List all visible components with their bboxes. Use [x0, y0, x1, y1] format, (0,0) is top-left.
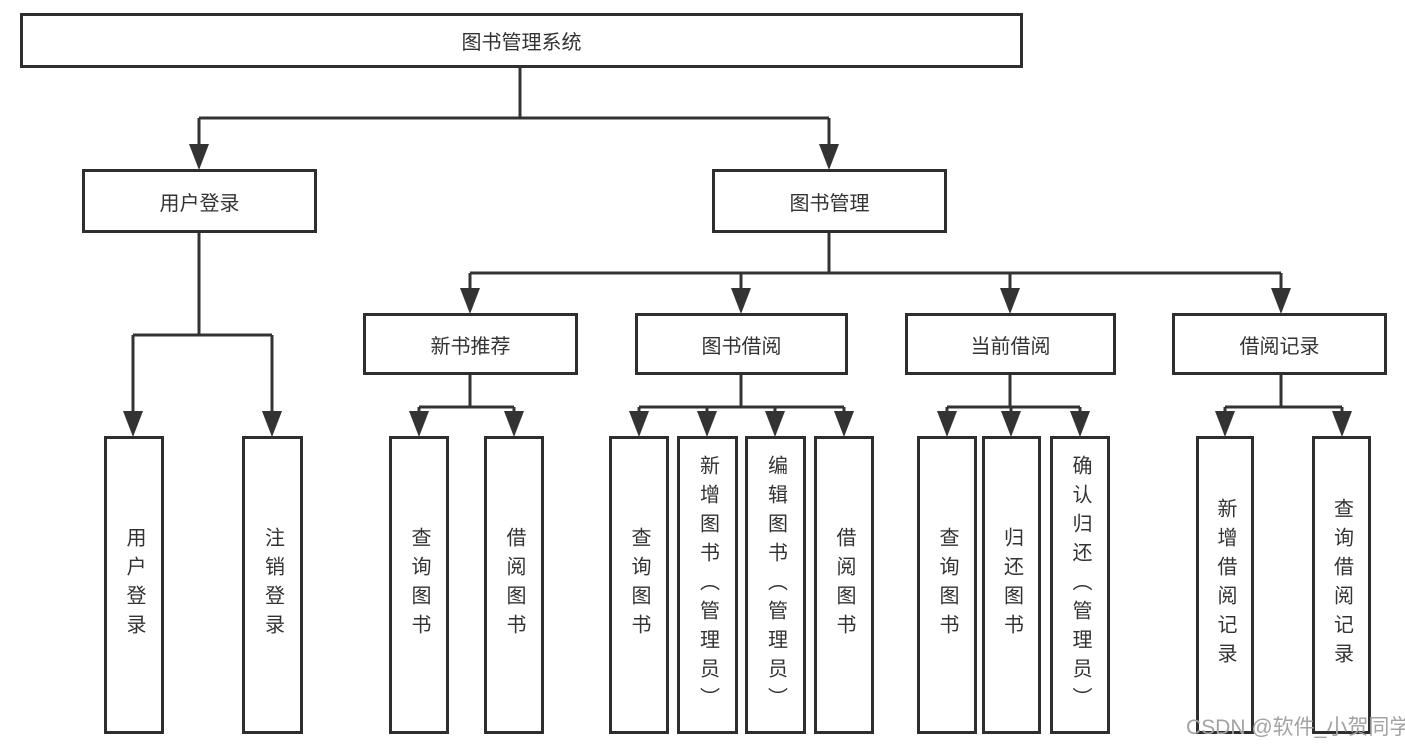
node-current-borrowing: 当前借阅 [905, 313, 1116, 375]
leaf-label: 查询图书 [628, 527, 650, 643]
leaf-logout: 注销登录 [242, 436, 303, 734]
leaf-label: 借阅图书 [503, 527, 525, 643]
leaf-label: 借阅图书 [833, 527, 855, 643]
leaf-return-books: 归还图书 [982, 436, 1041, 734]
leaf-query-books-borrow: 查询图书 [609, 436, 669, 734]
leaf-add-books-admin: 新增图书（管理员） [677, 436, 738, 734]
node-new-book-recommend: 新书推荐 [363, 313, 578, 375]
leaf-label: 查询图书 [936, 527, 958, 643]
leaf-query-books-current: 查询图书 [917, 436, 977, 734]
leaf-label: 注销登录 [261, 527, 284, 643]
leaf-borrow-books: 借阅图书 [814, 436, 874, 734]
leaf-borrow-books-recommend: 借阅图书 [484, 436, 544, 734]
node-book-management: 图书管理 [712, 169, 947, 233]
leaf-label: 查询图书 [408, 527, 430, 643]
node-user-login: 用户登录 [82, 169, 317, 233]
leaf-add-borrow-record: 新增借阅记录 [1196, 436, 1254, 734]
leaf-user-login: 用户登录 [104, 436, 164, 734]
leaf-label: 新增图书（管理员） [696, 454, 719, 716]
leaf-label: 归还图书 [1000, 527, 1023, 643]
csdn-watermark: CSDN @软件_小贺同学 [1186, 716, 1405, 739]
leaf-label: 用户登录 [123, 527, 145, 643]
leaf-label: 查询借阅记录 [1330, 498, 1353, 672]
leaf-edit-books-admin: 编辑图书（管理员） [745, 436, 806, 734]
node-root: 图书管理系统 [20, 13, 1023, 68]
leaf-query-borrow-record: 查询借阅记录 [1312, 436, 1371, 734]
leaf-label: 新增借阅记录 [1214, 498, 1236, 672]
leaf-confirm-return-admin: 确认归还（管理员） [1050, 436, 1110, 734]
leaf-query-books-recommend: 查询图书 [389, 436, 449, 734]
leaf-label: 确认归还（管理员） [1069, 454, 1091, 716]
node-book-borrowing: 图书借阅 [635, 313, 848, 375]
node-borrow-records: 借阅记录 [1172, 313, 1387, 375]
leaf-label: 编辑图书（管理员） [764, 454, 787, 716]
